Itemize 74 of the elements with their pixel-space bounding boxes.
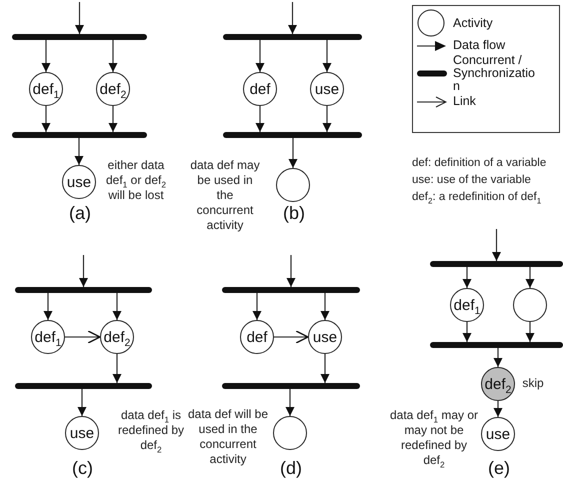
panel-label: (b) bbox=[283, 203, 305, 224]
activity-circle: def$_{1}$ bbox=[450, 288, 484, 322]
activity-circle: def$_{1}$ bbox=[29, 72, 63, 106]
link-arrow bbox=[65, 330, 101, 344]
activity-circle: use bbox=[310, 72, 344, 106]
activity-circle: use bbox=[308, 320, 342, 354]
synchronization-bar bbox=[15, 287, 152, 293]
activity-circle: def$_{2}$ bbox=[100, 320, 134, 354]
annotation-text: data def$_{1}$ may or may not be redefined by def$_{2}$ bbox=[389, 408, 479, 468]
activity-circle bbox=[513, 288, 547, 322]
arrow bbox=[256, 106, 264, 132]
arrow bbox=[42, 40, 50, 72]
arrow bbox=[288, 2, 297, 34]
synchronization-bar bbox=[15, 383, 152, 389]
panel-label: (c) bbox=[72, 458, 93, 479]
arrow bbox=[42, 106, 50, 132]
arrow bbox=[494, 401, 502, 417]
arrow bbox=[75, 2, 84, 34]
activity-circle: use bbox=[65, 416, 99, 450]
activity-circle: def bbox=[243, 72, 277, 106]
arrow bbox=[494, 348, 502, 367]
arrow bbox=[462, 322, 472, 342]
legend-label: Activity bbox=[453, 16, 494, 30]
panel-label: (e) bbox=[488, 458, 510, 479]
arrow bbox=[44, 293, 52, 320]
activity-circle bbox=[276, 168, 310, 202]
panel-label: (d) bbox=[280, 458, 302, 479]
activity-circle: use bbox=[62, 165, 96, 199]
note-text: def: definition of a variable bbox=[412, 157, 546, 169]
synchronization-bar bbox=[222, 287, 360, 293]
note-text: use: use of the variable bbox=[412, 174, 531, 186]
arrow bbox=[320, 354, 330, 383]
activity-circle bbox=[273, 416, 307, 450]
arrow bbox=[288, 138, 298, 168]
annotation-text: data def$_{1}$ is redefined by def$_{2}$ bbox=[116, 408, 186, 453]
arrow bbox=[112, 354, 122, 383]
link-arrow bbox=[274, 330, 309, 344]
annotation-text: data def may be used in the concurrent activity bbox=[189, 158, 261, 233]
arrow bbox=[112, 293, 122, 320]
synchronization-bar bbox=[222, 383, 360, 389]
arrow bbox=[108, 40, 118, 72]
synchronization-bar bbox=[223, 34, 362, 40]
activity-circle: def$_{2}$ bbox=[96, 72, 130, 106]
arrow bbox=[256, 40, 264, 72]
arrow bbox=[320, 293, 330, 320]
arrow bbox=[492, 229, 501, 261]
legend-label: Concurrent / Synchronizatio n bbox=[453, 54, 536, 93]
synchronization-bar bbox=[430, 342, 563, 348]
note-text: def$_{2}$: a redefinition of def$_{1}$ bbox=[412, 191, 542, 203]
annotation-text: skip bbox=[521, 376, 545, 391]
synchronization-bar bbox=[12, 132, 147, 138]
arrow bbox=[286, 389, 294, 416]
legend-label: Link bbox=[453, 95, 477, 108]
synchronization-bar bbox=[223, 132, 362, 138]
synchronization-bar bbox=[12, 34, 147, 40]
activity-circle: def bbox=[240, 320, 274, 354]
arrow bbox=[108, 106, 118, 132]
arrow bbox=[462, 267, 472, 288]
activity-circle: use bbox=[481, 417, 515, 451]
arrow bbox=[526, 322, 534, 342]
annotation-text: either data def$_{1}$ or def$_{2}$ will be lost bbox=[104, 158, 168, 203]
arrow bbox=[252, 293, 262, 320]
arrow bbox=[322, 106, 332, 132]
synchronization-bar bbox=[430, 261, 563, 267]
panel-label: (a) bbox=[69, 203, 91, 224]
arrow bbox=[78, 389, 86, 416]
arrow bbox=[322, 40, 332, 72]
arrow bbox=[526, 267, 534, 288]
activity-circle: def$_{1}$ bbox=[31, 320, 65, 354]
legend-label: Data flow bbox=[453, 39, 506, 52]
arrow bbox=[79, 255, 88, 287]
arrow bbox=[286, 255, 296, 287]
arrow bbox=[74, 138, 84, 165]
activity-circle: def$_{2}$ bbox=[481, 367, 515, 401]
